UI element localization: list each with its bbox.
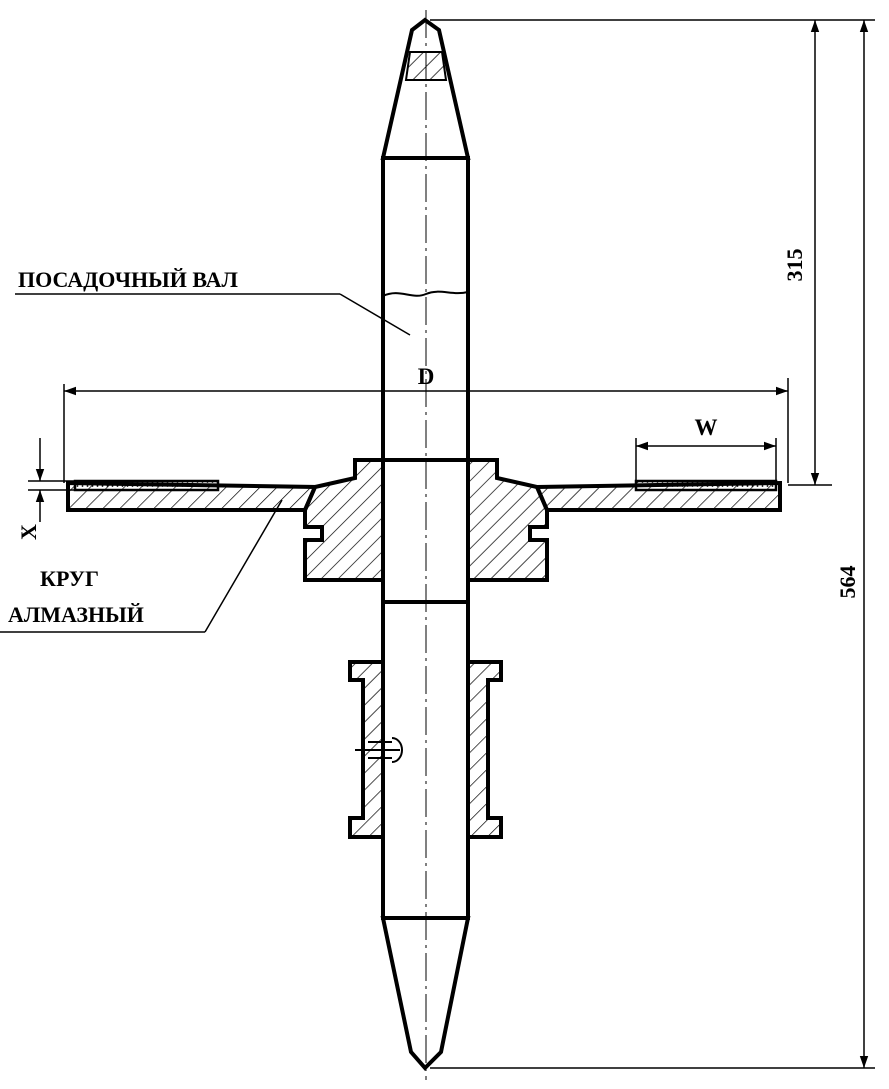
set-screw <box>355 737 403 763</box>
dimension-315: 315 <box>430 19 875 486</box>
lower-collar <box>348 660 503 839</box>
dimension-315-label: 315 <box>782 249 807 282</box>
wheel-hub <box>303 458 549 582</box>
dimension-w-label: W <box>695 415 718 440</box>
dimension-x-label: X <box>16 524 41 540</box>
abrasive-layer-left <box>73 479 220 492</box>
wheel-label-line1: КРУГ <box>40 566 99 591</box>
shaft-label: ПОСАДОЧНЫЙ ВАЛ <box>18 267 239 292</box>
dimension-x: X <box>16 438 75 540</box>
dimension-d-label: D <box>418 364 435 389</box>
diamond-wheel <box>66 479 782 512</box>
wheel-leader: КРУГ АЛМАЗНЫЙ <box>0 499 283 633</box>
dimension-564: 564 <box>430 20 875 1069</box>
abrasive-layer-right <box>634 479 778 492</box>
shaft-leader: ПОСАДОЧНЫЙ ВАЛ <box>15 267 411 336</box>
dimension-w: W <box>635 415 777 481</box>
wheel-label-line2: АЛМАЗНЫЙ <box>8 602 144 627</box>
shaft-break-line <box>382 290 469 297</box>
dimension-d: D <box>63 364 789 483</box>
dimension-564-label: 564 <box>835 566 860 599</box>
